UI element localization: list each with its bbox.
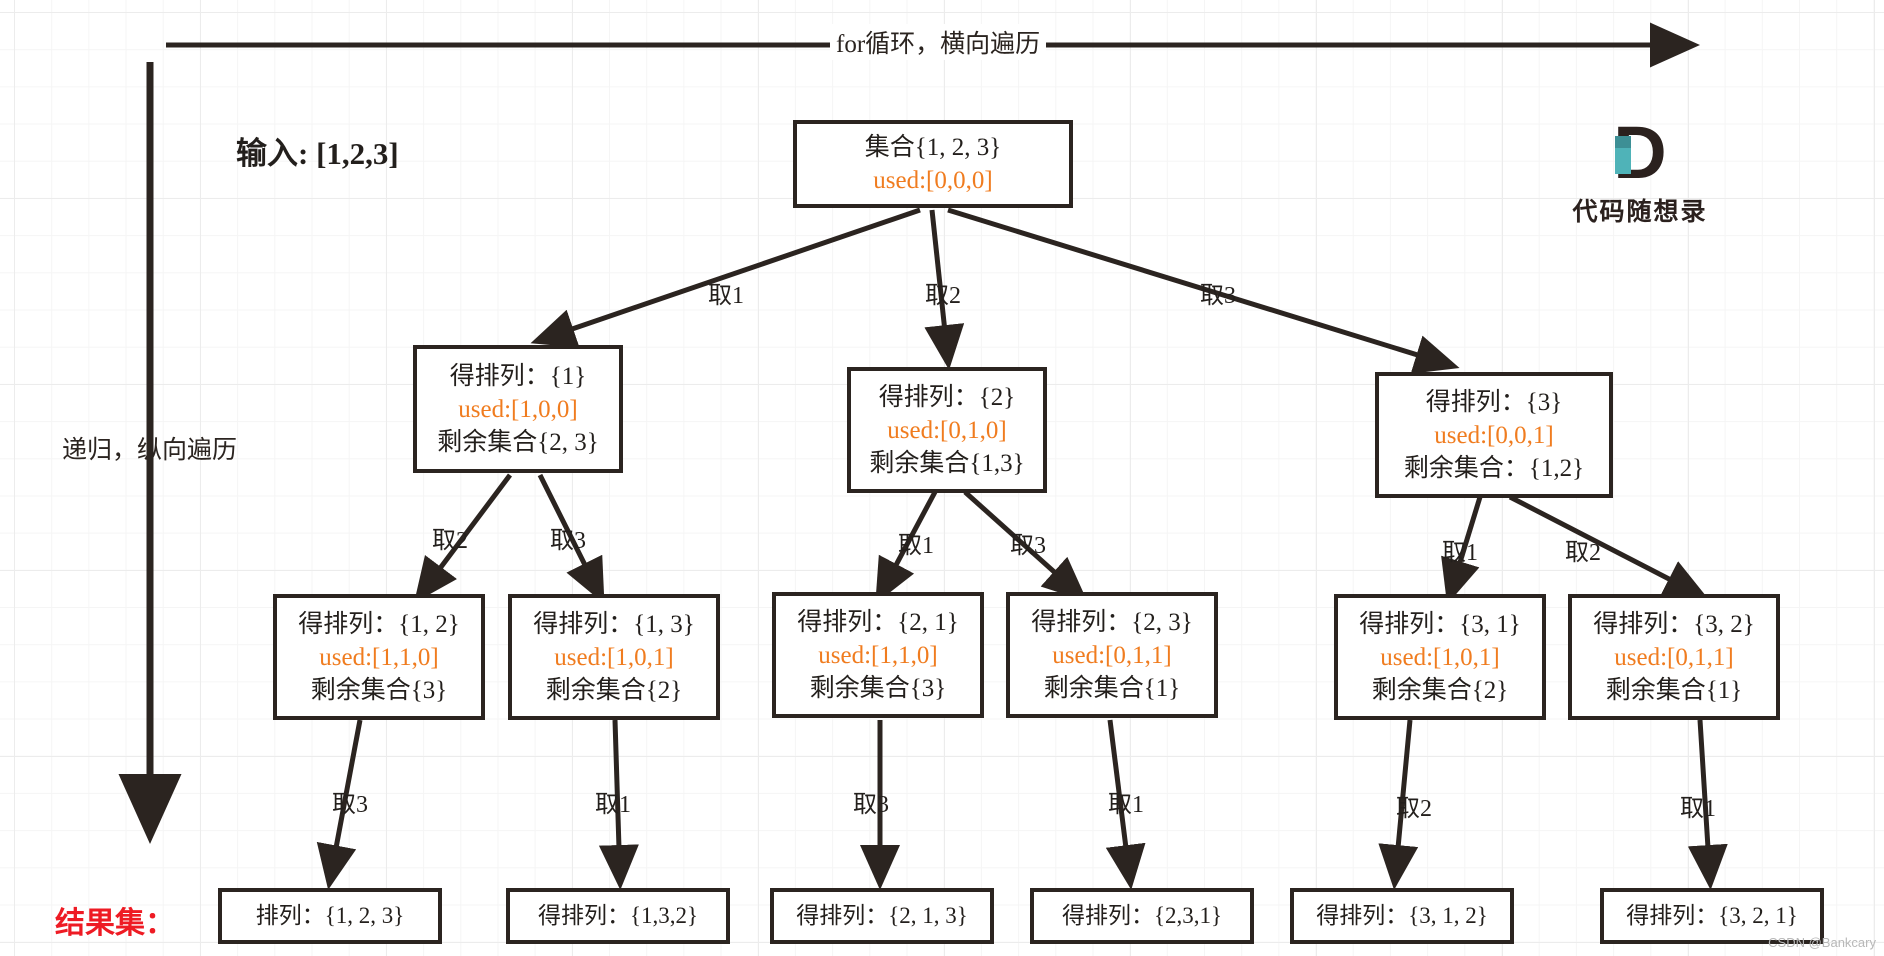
node-line-used: used:[0,0,0] [873, 167, 993, 194]
horizontal-axis-label: for循环，横向遍历 [830, 24, 1047, 60]
result-set-label: 结果集： [55, 907, 175, 940]
node-line-used: used:[1,0,1] [554, 643, 674, 671]
result-text: 得排列：{2,3,1} [1061, 902, 1223, 928]
node-line-remain: 剩余集合{1} [1605, 676, 1743, 704]
edge-label-leaf-5: 取2 [1396, 796, 1432, 822]
edge-label-n1-2: 取3 [550, 528, 586, 554]
node-line-used: used:[1,1,0] [319, 643, 439, 671]
node-line-perm: 得排列：{3} [1425, 388, 1563, 416]
result-node-l6[interactable]: 得排列：{3, 2, 1} [1600, 888, 1824, 944]
node-line-used: used:[1,0,0] [458, 395, 578, 423]
node-line-perm: 得排列：{1, 2} [298, 610, 460, 638]
result-text: 得排列：{1,3,2} [537, 902, 699, 928]
logo-d-icon: D [1604, 116, 1676, 190]
tree-node-n1[interactable]: 得排列：{1} used:[1,0,0] 剩余集合{2, 3} [413, 345, 623, 473]
node-line-perm: 得排列：{2, 3} [1031, 608, 1193, 636]
tree-node-n31[interactable]: 得排列：{3, 1} used:[1,0,1] 剩余集合{2} [1334, 594, 1546, 720]
result-text: 排列：{1, 2, 3} [255, 902, 405, 928]
node-line-set: 集合{1, 2, 3} [864, 134, 1002, 161]
node-line-perm: 得排列：{2, 1} [797, 608, 959, 636]
brand-logo: D 代码随想录 [1540, 116, 1740, 228]
node-line-remain: 剩余集合{3} [310, 676, 448, 704]
edge-label-root-2: 取2 [925, 283, 961, 309]
node-line-remain: 剩余集合{3} [809, 674, 947, 702]
result-node-l2[interactable]: 得排列：{1,3,2} [506, 888, 730, 944]
node-line-remain: 剩余集合{2} [545, 676, 683, 704]
node-line-perm: 得排列：{3, 2} [1593, 610, 1755, 638]
node-line-used: used:[0,1,1] [1614, 643, 1734, 671]
edges-root-to-level2 [530, 207, 1460, 374]
node-line-remain: 剩余集合{1} [1043, 674, 1181, 702]
edge-label-n3-1: 取1 [1442, 540, 1478, 566]
result-text: 得排列：{3, 1, 2} [1316, 902, 1488, 928]
edge-label-leaf-4: 取1 [1108, 792, 1144, 818]
watermark: CSDN @Bankcary [1768, 935, 1876, 950]
logo-wordmark: 代码随想录 [1572, 197, 1708, 226]
edge-label-n2-1: 取1 [898, 533, 934, 559]
edge-label-leaf-6: 取1 [1680, 796, 1716, 822]
edge-label-root-3: 取3 [1200, 283, 1236, 309]
tree-node-n21[interactable]: 得排列：{2, 1} used:[1,1,0] 剩余集合{3} [772, 592, 984, 718]
edge-label-n2-2: 取3 [1010, 533, 1046, 559]
tree-node-n3[interactable]: 得排列：{3} used:[0,0,1] 剩余集合：{1,2} [1375, 372, 1613, 498]
result-node-l1[interactable]: 排列：{1, 2, 3} [218, 888, 442, 944]
input-label: 输入: [1,2,3] [236, 136, 399, 171]
node-line-used: used:[1,0,1] [1380, 643, 1500, 671]
node-line-used: used:[0,1,0] [887, 416, 1007, 444]
node-line-perm: 得排列：{2} [878, 383, 1016, 411]
node-line-perm: 得排列：{3, 1} [1359, 610, 1521, 638]
tree-node-n32[interactable]: 得排列：{3, 2} used:[0,1,1] 剩余集合{1} [1568, 594, 1780, 720]
result-node-l3[interactable]: 得排列：{2, 1, 3} [770, 888, 994, 944]
edges-level3-to-leaves [316, 719, 1728, 890]
logo-teal-bar-dark [1615, 136, 1631, 148]
node-line-remain: 剩余集合{1,3} [869, 449, 1025, 477]
edge-label-root-1: 取1 [708, 283, 744, 309]
node-line-perm: 得排列：{1, 3} [533, 610, 695, 638]
result-node-l4[interactable]: 得排列：{2,3,1} [1030, 888, 1254, 944]
node-line-used: used:[0,0,1] [1434, 421, 1554, 449]
edge-label-n1-1: 取2 [432, 528, 468, 554]
tree-node-n12[interactable]: 得排列：{1, 3} used:[1,0,1] 剩余集合{2} [508, 594, 720, 720]
tree-node-n11[interactable]: 得排列：{1, 2} used:[1,1,0] 剩余集合{3} [273, 594, 485, 720]
result-node-l5[interactable]: 得排列：{3, 1, 2} [1290, 888, 1514, 944]
node-line-used: used:[1,1,0] [818, 641, 938, 669]
node-line-used: used:[0,1,1] [1052, 641, 1172, 669]
edge-label-leaf-2: 取1 [595, 792, 631, 818]
tree-node-n22[interactable]: 得排列：{2, 3} used:[0,1,1] 剩余集合{1} [1006, 592, 1218, 718]
node-line-remain: 剩余集合{2, 3} [437, 428, 599, 456]
result-text: 得排列：{2, 1, 3} [796, 902, 968, 928]
tree-node-n2[interactable]: 得排列：{2} used:[0,1,0] 剩余集合{1,3} [847, 367, 1047, 493]
node-line-remain: 剩余集合{2} [1371, 676, 1509, 704]
tree-node-root[interactable]: 集合{1, 2, 3} used:[0,0,0] [793, 120, 1073, 208]
node-line-perm: 得排列：{1} [449, 362, 587, 390]
edge-label-leaf-3: 取3 [853, 792, 889, 818]
result-text: 得排列：{3, 2, 1} [1626, 902, 1798, 928]
edge-label-n3-2: 取2 [1565, 540, 1601, 566]
node-line-remain: 剩余集合：{1,2} [1403, 454, 1585, 482]
vertical-axis-label: 递归，纵向遍历 [62, 437, 238, 464]
edge-label-leaf-1: 取3 [332, 792, 368, 818]
